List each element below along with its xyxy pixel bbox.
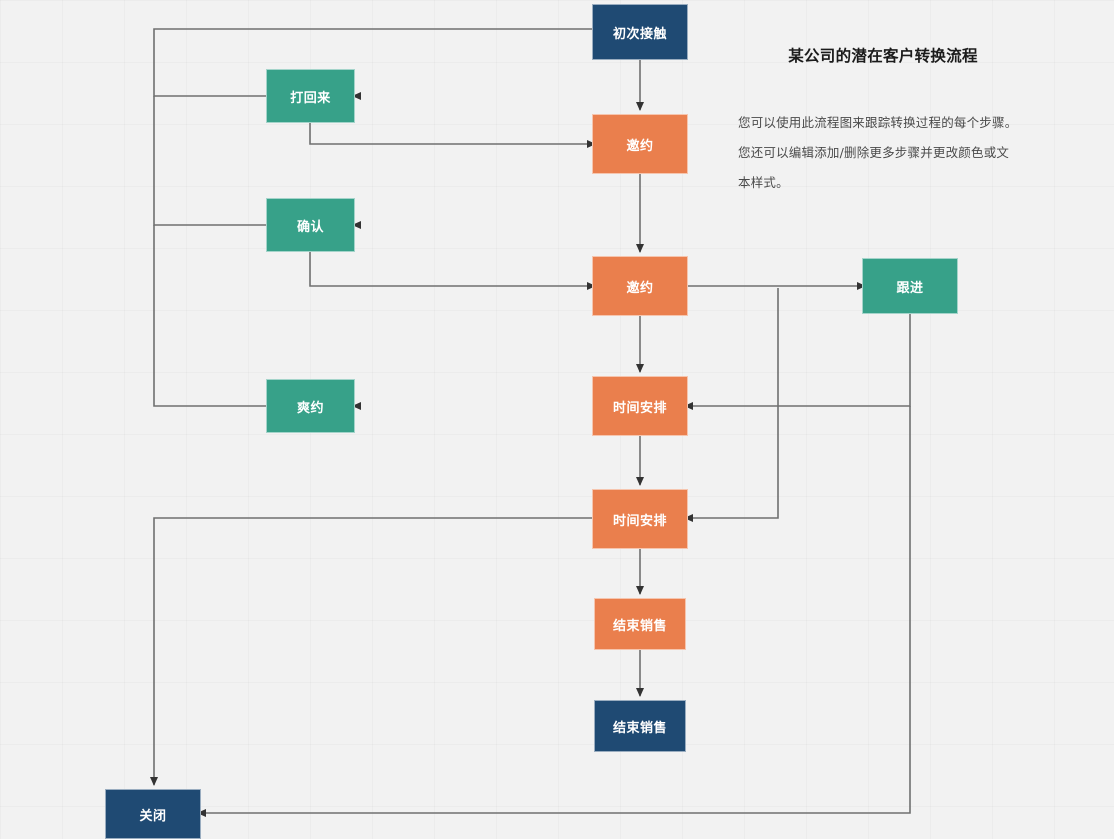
edge-schedule-2-left-to-closed[interactable]	[150, 517, 592, 786]
node-label: 确认	[296, 219, 324, 235]
node-callback[interactable]: 打回来	[266, 69, 355, 123]
node-schedule-1[interactable]: 时间安排	[592, 376, 688, 436]
node-label: 邀约	[626, 138, 654, 154]
node-label: 邀约	[626, 280, 654, 296]
node-close-sale-1[interactable]: 结束销售	[594, 598, 686, 650]
node-label: 爽约	[296, 400, 324, 416]
edge-branch-to-schedule-2[interactable]	[684, 288, 779, 522]
node-label: 打回来	[290, 90, 331, 106]
info-panel: 某公司的潜在客户转换流程 您可以使用此流程图来跟踪转换过程的每个步骤。 您还可以…	[738, 44, 1028, 198]
node-invite-1[interactable]: 邀约	[592, 114, 688, 174]
node-label: 初次接触	[612, 26, 667, 42]
description-line-1: 您可以使用此流程图来跟踪转换过程的每个步骤。	[738, 115, 1018, 130]
node-label: 结束销售	[612, 720, 667, 736]
node-close-sale-2[interactable]: 结束销售	[594, 700, 686, 752]
node-schedule-2[interactable]: 时间安排	[592, 489, 688, 549]
node-label: 结束销售	[612, 618, 667, 634]
node-label: 跟进	[896, 280, 924, 296]
node-label: 关闭	[139, 808, 167, 824]
node-invite-2[interactable]: 邀约	[592, 256, 688, 316]
edge-confirm-to-invite-2[interactable]	[309, 252, 596, 290]
node-follow-up[interactable]: 跟进	[862, 258, 958, 314]
node-closed[interactable]: 关闭	[105, 789, 201, 839]
node-confirm[interactable]: 确认	[266, 198, 355, 252]
description-line-2: 您还可以编辑添加/删除更多步骤并更改颜色或文	[738, 145, 1010, 160]
edge-callback-to-invite-1[interactable]	[309, 123, 596, 148]
node-label: 时间安排	[612, 400, 667, 416]
node-first-contact[interactable]: 初次接触	[592, 4, 688, 60]
node-no-show[interactable]: 爽约	[266, 379, 355, 433]
node-label: 时间安排	[612, 513, 667, 529]
description-line-3: 本样式。	[738, 175, 789, 190]
edge-first-contact-to-callback[interactable]	[153, 28, 592, 100]
edge-follow-up-to-schedule-1[interactable]	[684, 314, 911, 410]
edge-follow-up-tail-to-closed[interactable]	[197, 406, 911, 817]
page-title: 某公司的潜在客户转换流程	[788, 47, 978, 65]
